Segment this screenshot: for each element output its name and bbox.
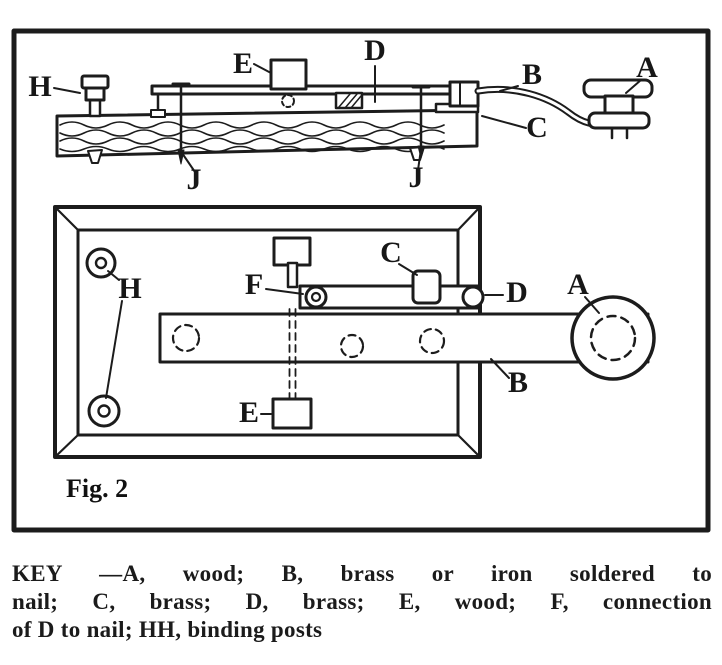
connection-f [304,285,328,309]
side-label-j-left: J [187,163,202,196]
knob-a-side [582,78,654,140]
top-label-h: H [118,272,141,305]
contact-d-top [461,285,485,309]
binding-post-top-2 [87,394,121,428]
caption-line-2: nail; C, brass; D, brass; E, wood; F, co… [12,589,712,614]
end-support-block [448,80,480,108]
figure-border [11,28,711,533]
caption-line-1: KEY —A, wood; B, brass or iron soldered … [12,561,712,586]
bottom-block-e-top [271,397,313,430]
wood-block-e-side [269,58,308,108]
top-label-d: D [506,276,528,309]
binding-post-side [80,74,110,118]
wood-grain-line [59,145,445,153]
knob-a-top [570,295,656,381]
top-leader-lines [105,263,600,415]
side-leader-lines [53,63,642,173]
nail-holes-dashed [171,323,446,359]
top-label-a: A [567,268,589,301]
figure-number-label: Fig. 2 [66,474,128,503]
hidden-strip-dashed [288,308,297,400]
connector-strip [286,261,299,289]
wood-base-side [55,108,479,164]
top-label-c: C [380,236,402,269]
side-view [53,58,654,173]
side-label-j-right: J [409,161,424,194]
top-label-e: E [239,396,259,429]
top-view [53,205,656,459]
top-label-b: B [508,366,528,399]
top-label-f: F [245,268,263,301]
top-block [272,236,312,267]
brass-clip-c-top [411,269,442,305]
wood-grain-line [59,137,445,145]
side-label-e: E [233,47,253,80]
figure-key-caption: KEY —A, wood; B, brass or iron soldered … [12,560,712,644]
side-label-b: B [522,58,542,91]
side-label-a: A [636,51,658,84]
lever-bar-top [158,312,650,364]
side-label-h: H [28,70,51,103]
side-label-d: D [364,34,386,67]
binding-post-top-1 [85,247,117,279]
spring-hatch-block [334,91,364,110]
side-label-c: C [526,111,548,144]
caption-line-3: of D to nail; HH, binding posts [12,617,323,642]
tack-left [87,149,103,164]
wood-grain-line [59,129,445,137]
wood-grain-line [59,121,445,129]
lever-front-contact [150,109,166,118]
